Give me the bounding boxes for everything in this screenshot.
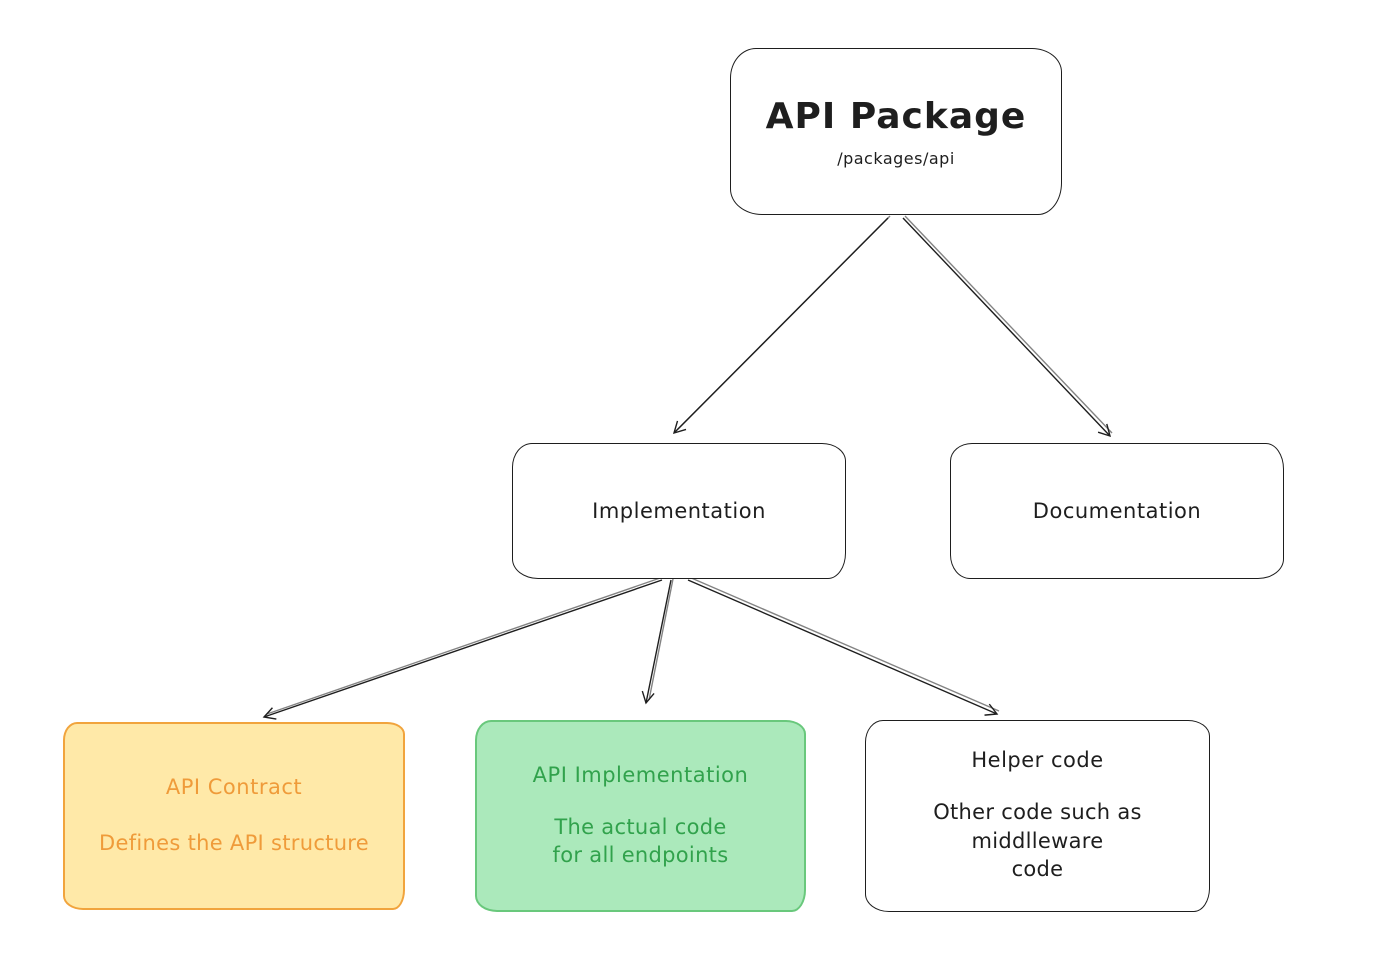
node-documentation: Documentation — [950, 443, 1284, 579]
edge-implementation-helpercode-sketch — [688, 576, 1000, 712]
node-implementation-label: Implementation — [592, 499, 766, 523]
edge-implementation-apicontract-sketch — [266, 576, 664, 715]
node-api-implementation-description-line-1: The actual code — [554, 814, 727, 839]
node-api-implementation-title: API Implementation — [532, 762, 749, 787]
edge-apipackage-implementation-sketch — [676, 215, 891, 431]
node-helper-code-description-line-2: middlleware — [971, 828, 1104, 853]
node-api-package-subtitle: /packages/api — [837, 148, 955, 168]
node-helper-code: Helper code Other code such as middllewa… — [865, 720, 1210, 912]
node-implementation: Implementation — [512, 443, 846, 579]
node-helper-code-description: Other code such as middlleware code — [933, 798, 1142, 883]
node-api-package-title: API Package — [765, 95, 1027, 137]
edge-implementation-apiimplementation — [641, 579, 672, 705]
node-api-contract-title: API Contract — [165, 774, 303, 799]
edge-apipackage-documentation-sketch — [904, 215, 1113, 434]
edge-implementation-helpercode — [687, 579, 999, 716]
edge-implementation-apicontract — [262, 579, 663, 720]
node-helper-code-title: Helper code — [971, 748, 1104, 773]
edge-apipackage-implementation — [672, 217, 889, 435]
node-api-contract-description: Defines the API structure — [99, 830, 369, 855]
edge-implementation-apiimplementation-sketch — [648, 578, 674, 701]
node-documentation-label: Documentation — [1032, 499, 1202, 523]
node-api-package: API Package /packages/api — [730, 48, 1062, 215]
node-helper-code-description-line-3: code — [1011, 857, 1064, 882]
edge-apipackage-documentation — [902, 217, 1112, 438]
node-helper-code-description-line-1: Other code such as — [933, 800, 1142, 825]
node-api-implementation: API Implementation The actual code for a… — [475, 720, 806, 912]
node-api-implementation-description-line-2: for all endpoints — [552, 843, 729, 867]
node-api-implementation-description: The actual code for all endpoints — [553, 813, 729, 870]
node-api-contract: API Contract Defines the API structure — [63, 722, 405, 910]
